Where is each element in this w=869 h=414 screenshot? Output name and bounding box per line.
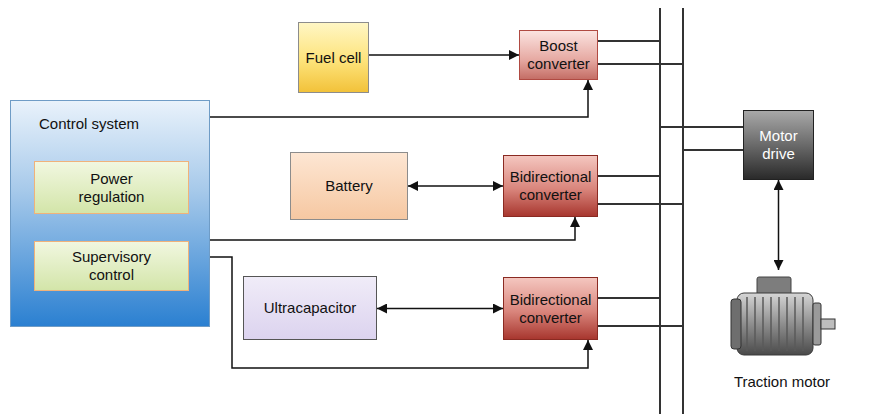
box-label: Battery	[325, 177, 373, 195]
source-box: Fuel cell	[298, 22, 369, 93]
motor-illustration	[727, 273, 837, 367]
box-label: Supervisory control	[64, 248, 159, 284]
box-label: Bidirectional converter	[507, 291, 594, 327]
dc-bus-line	[682, 8, 684, 414]
converter-box: Bidirectional converter	[503, 155, 598, 217]
source-box: Ultracapacitor	[243, 276, 377, 340]
connector-arrow	[377, 308, 503, 310]
connector-arrow	[210, 80, 588, 117]
connector-arrow	[210, 217, 575, 240]
drive-box: Motor drive	[743, 110, 814, 180]
connector-arrow	[408, 185, 503, 187]
converter-box: Bidirectional converter	[503, 277, 598, 340]
source-box: Battery	[290, 152, 408, 220]
box-label: Boost converter	[523, 37, 594, 73]
box-label: Motor drive	[747, 127, 810, 163]
function-box: Supervisory control	[34, 241, 189, 291]
box-label: Traction motor	[734, 373, 830, 391]
function-box: Power regulation	[34, 161, 189, 214]
box-label: Bidirectional converter	[507, 168, 594, 204]
box-label: Control system	[39, 115, 209, 133]
motor-node: Traction motor	[722, 270, 842, 402]
box-label: Power regulation	[64, 170, 159, 206]
connector-arrow	[369, 54, 519, 56]
dc-bus-line	[659, 8, 661, 414]
controller-box: Control systemPower regulationSupervisor…	[10, 100, 210, 327]
connector-arrow	[778, 180, 780, 270]
box-label: Ultracapacitor	[264, 299, 357, 317]
converter-box: Boost converter	[519, 30, 598, 80]
box-label: Fuel cell	[306, 49, 362, 67]
